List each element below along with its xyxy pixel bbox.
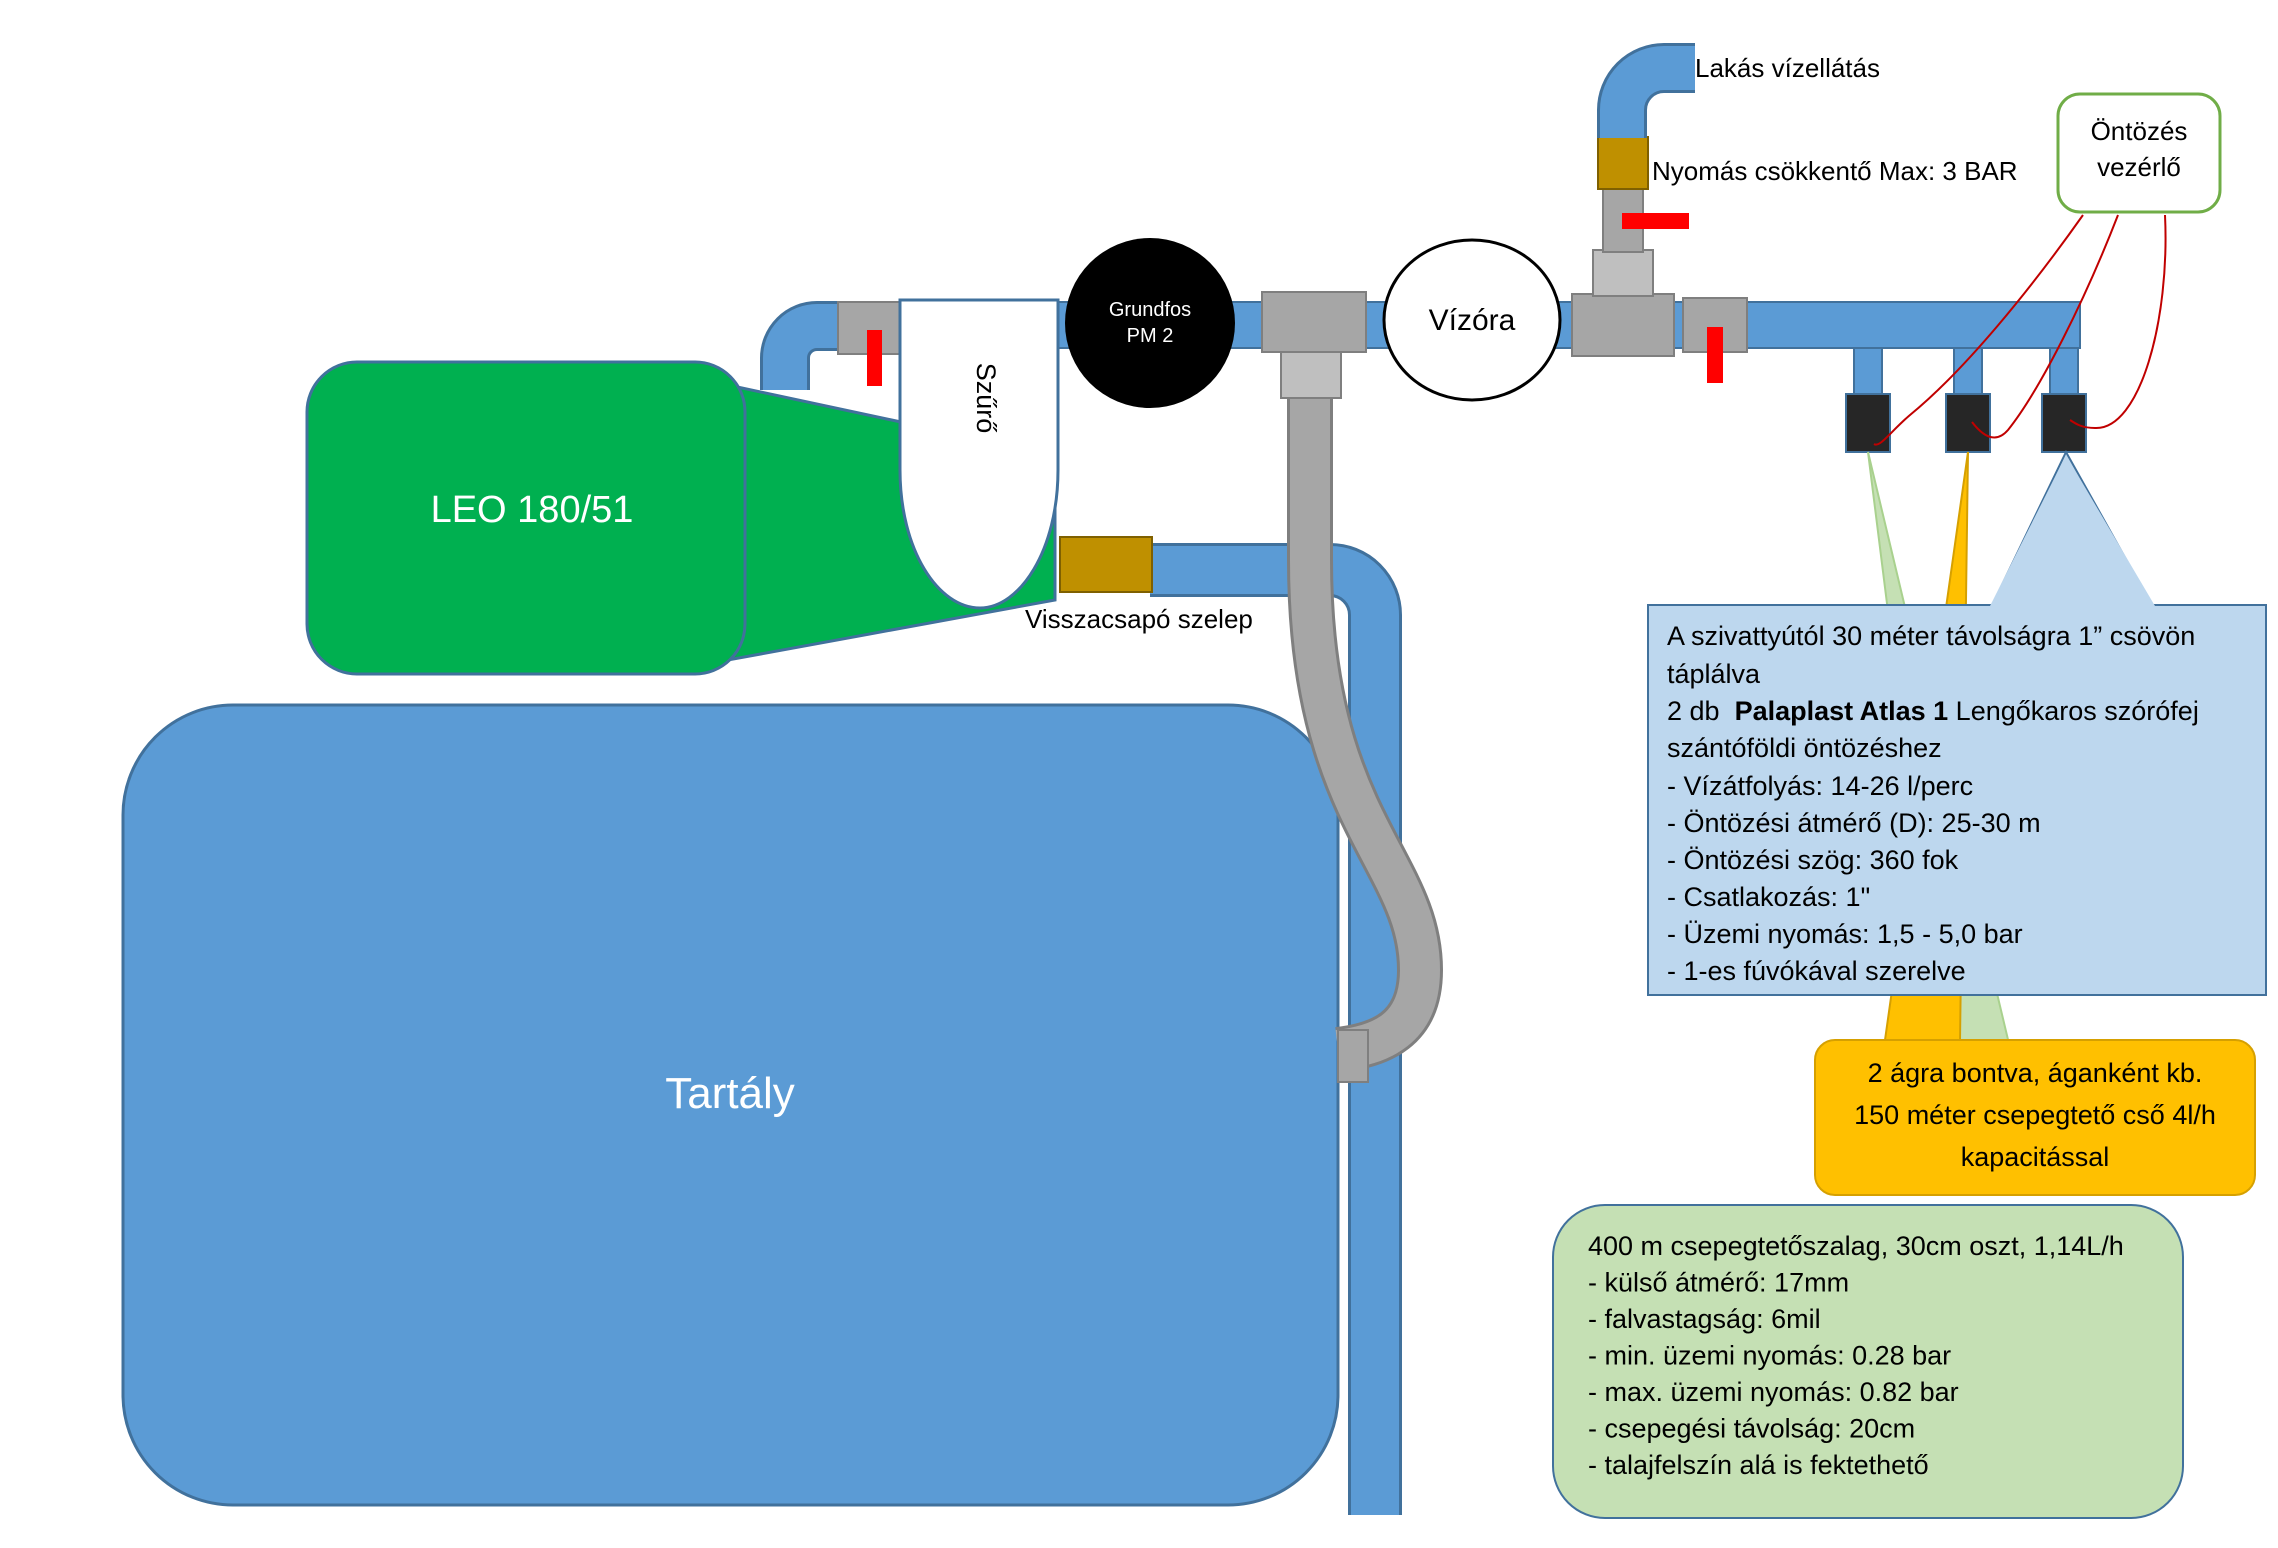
sprinkler-spec-item: - Üzemi nyomás: 1,5 - 5,0 bar [1667,919,2023,949]
drip-tape-line: - max. üzemi nyomás: 0.82 bar [1588,1377,1959,1407]
drip-pipe-line: kapacitással [1961,1142,2110,1172]
manifold-drop-3 [2049,347,2079,397]
sprinkler-line3-suffix: Lengőkaros szórófej [1948,696,2199,726]
drip-tape-line: - csepegési távolság: 20cm [1588,1414,1915,1444]
hose-tank-fitting [1337,1029,1369,1083]
controller-wire-2 [1971,214,2119,439]
valve-handle-1 [867,330,882,386]
pump-label: LEO 180/51 [431,489,634,531]
sprinkler-line2: táplálva [1667,659,1761,689]
check-valve [1059,536,1153,593]
filter-label: Szűrő [971,363,1001,434]
tee-outlet [1280,351,1342,399]
drip-tape-line: - falvastagság: 6mil [1588,1304,1821,1334]
manifold-drop-1 [1853,347,1883,397]
sprinkler-line3-prefix: 2 db [1667,696,1735,726]
solenoid-valve-2 [1945,393,1991,453]
booster-line2: PM 2 [1127,325,1174,347]
booster-line1: Grundfos [1109,299,1191,321]
tank: Tartály [121,703,1340,1507]
controller-line2: vezérlő [2097,152,2181,182]
water-meter-label: Vízóra [1429,304,1516,337]
pressure-reducer-label: Nyomás csökkentő Max: 3 BAR [1652,156,2018,186]
drip-tape-line: - min. üzemi nyomás: 0.28 bar [1588,1341,1951,1371]
valve-handle-2 [1707,327,1723,383]
controller-line1: Öntözés [2091,116,2188,146]
house-tee-branch [1592,249,1654,297]
check-valve-label: Visszacsapó szelep [1025,604,1253,634]
drip-tape-line: 400 m csepegtetőszalag, 30cm oszt, 1,14L… [1588,1231,2124,1261]
solenoid-valve-3 [2041,393,2087,453]
valve-handle-3 [1622,213,1689,229]
drip-tape-text: 400 m csepegtetőszalag, 30cm oszt, 1,14L… [1588,1231,2124,1480]
tee-fitting [1261,291,1367,353]
drip-pipe-box: 2 ágra bontva, áganként kb. 150 méter cse… [1814,1039,2256,1196]
drip-tape-line: - talajfelszín alá is fektethető [1588,1450,1929,1480]
sprinkler-spec-item: - Vízátfolyás: 14-26 l/perc [1667,771,1973,801]
controller-wire-1 [1873,214,2084,446]
water-meter: Vízóra [1382,238,1562,402]
drip-pipe-line: 2 ágra bontva, áganként kb. [1868,1058,2203,1088]
sprinkler-spec-list: - Vízátfolyás: 14-26 l/perc - Öntözési át… [1667,771,2041,986]
drip-pipe-text: 2 ágra bontva, áganként kb. 150 méter cse… [1854,1058,2216,1172]
controller-wire-3 [2069,214,2167,430]
drip-tape-line: - külső átmérő: 17mm [1588,1268,1849,1298]
solenoid-valve-1 [1845,393,1891,453]
sprinkler-line4: szántóföldi öntözéshez [1667,733,1942,763]
drip-tape-box: 400 m csepegtetőszalag, 30cm oszt, 1,14L… [1552,1204,2184,1519]
booster-pump: Grundfos PM 2 [1065,238,1235,408]
sprinkler-line1: A szivattyútól 30 méter távolságra 1” cs… [1667,621,2195,651]
house-tee [1571,293,1675,357]
irrigation-controller: Öntözés vezérlő [2056,92,2222,214]
sprinkler-line3: 2 db Palaplast Atlas 1 Lengőkaros szóróf… [1667,696,2199,726]
sprinkler-spec-item: - 1-es fúvókával szerelve [1667,956,1966,986]
sprinkler-spec-item: - Csatlakozás: 1" [1667,882,1870,912]
sprinkler-info-box: A szivattyútól 30 méter távolságra 1” cs… [1647,455,2267,996]
sprinkler-line3-bold: Palaplast Atlas 1 [1735,696,1949,726]
sprinkler-spec-item: - Öntözési átmérő (D): 25-30 m [1667,808,2041,838]
pressure-reducer [1597,136,1649,190]
tank-label: Tartály [665,1069,795,1118]
manifold-drop-2 [1953,347,1983,397]
drip-pipe-line: 150 méter csepegtető cső 4l/h [1854,1100,2216,1130]
filter: Szűrő [898,298,1060,610]
house-supply-label: Lakás vízellátás [1695,53,1880,83]
sprinkler-spec-item: - Öntözési szög: 360 fok [1667,845,1959,875]
